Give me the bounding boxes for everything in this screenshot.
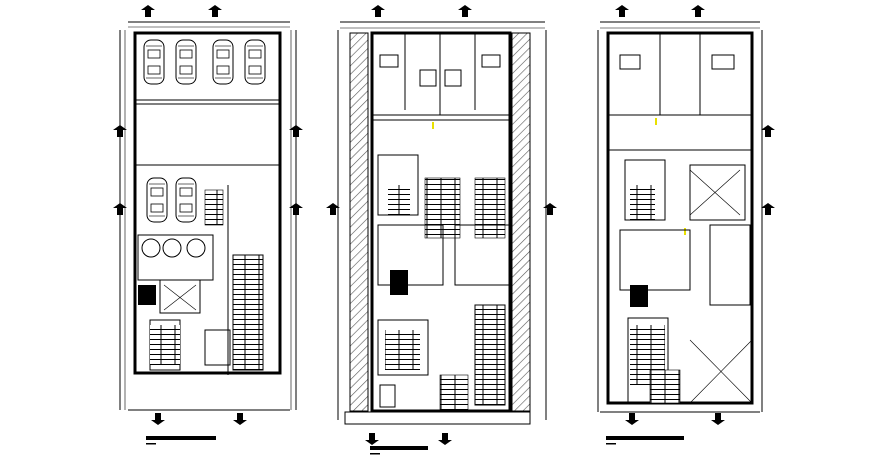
service-rooms [137,189,231,371]
plan-3 [597,5,775,445]
outer-wall [370,31,512,413]
outer-wall [133,31,282,375]
dimension-lines [337,21,547,425]
scale-bar [606,436,684,445]
apartment-rooms [608,33,753,404]
apartment-rooms [372,33,511,411]
parking-bays [135,39,280,223]
hatched-wall-right [511,32,531,412]
ramp [227,185,264,375]
scale-bar [146,436,216,445]
dimension-lines [119,21,297,411]
dimension-lines [597,21,763,413]
scale-bar [370,446,428,455]
hatched-wall-left [349,32,369,412]
plan-2 [326,5,557,455]
outer-wall [606,31,754,405]
plan-1 [113,5,303,445]
